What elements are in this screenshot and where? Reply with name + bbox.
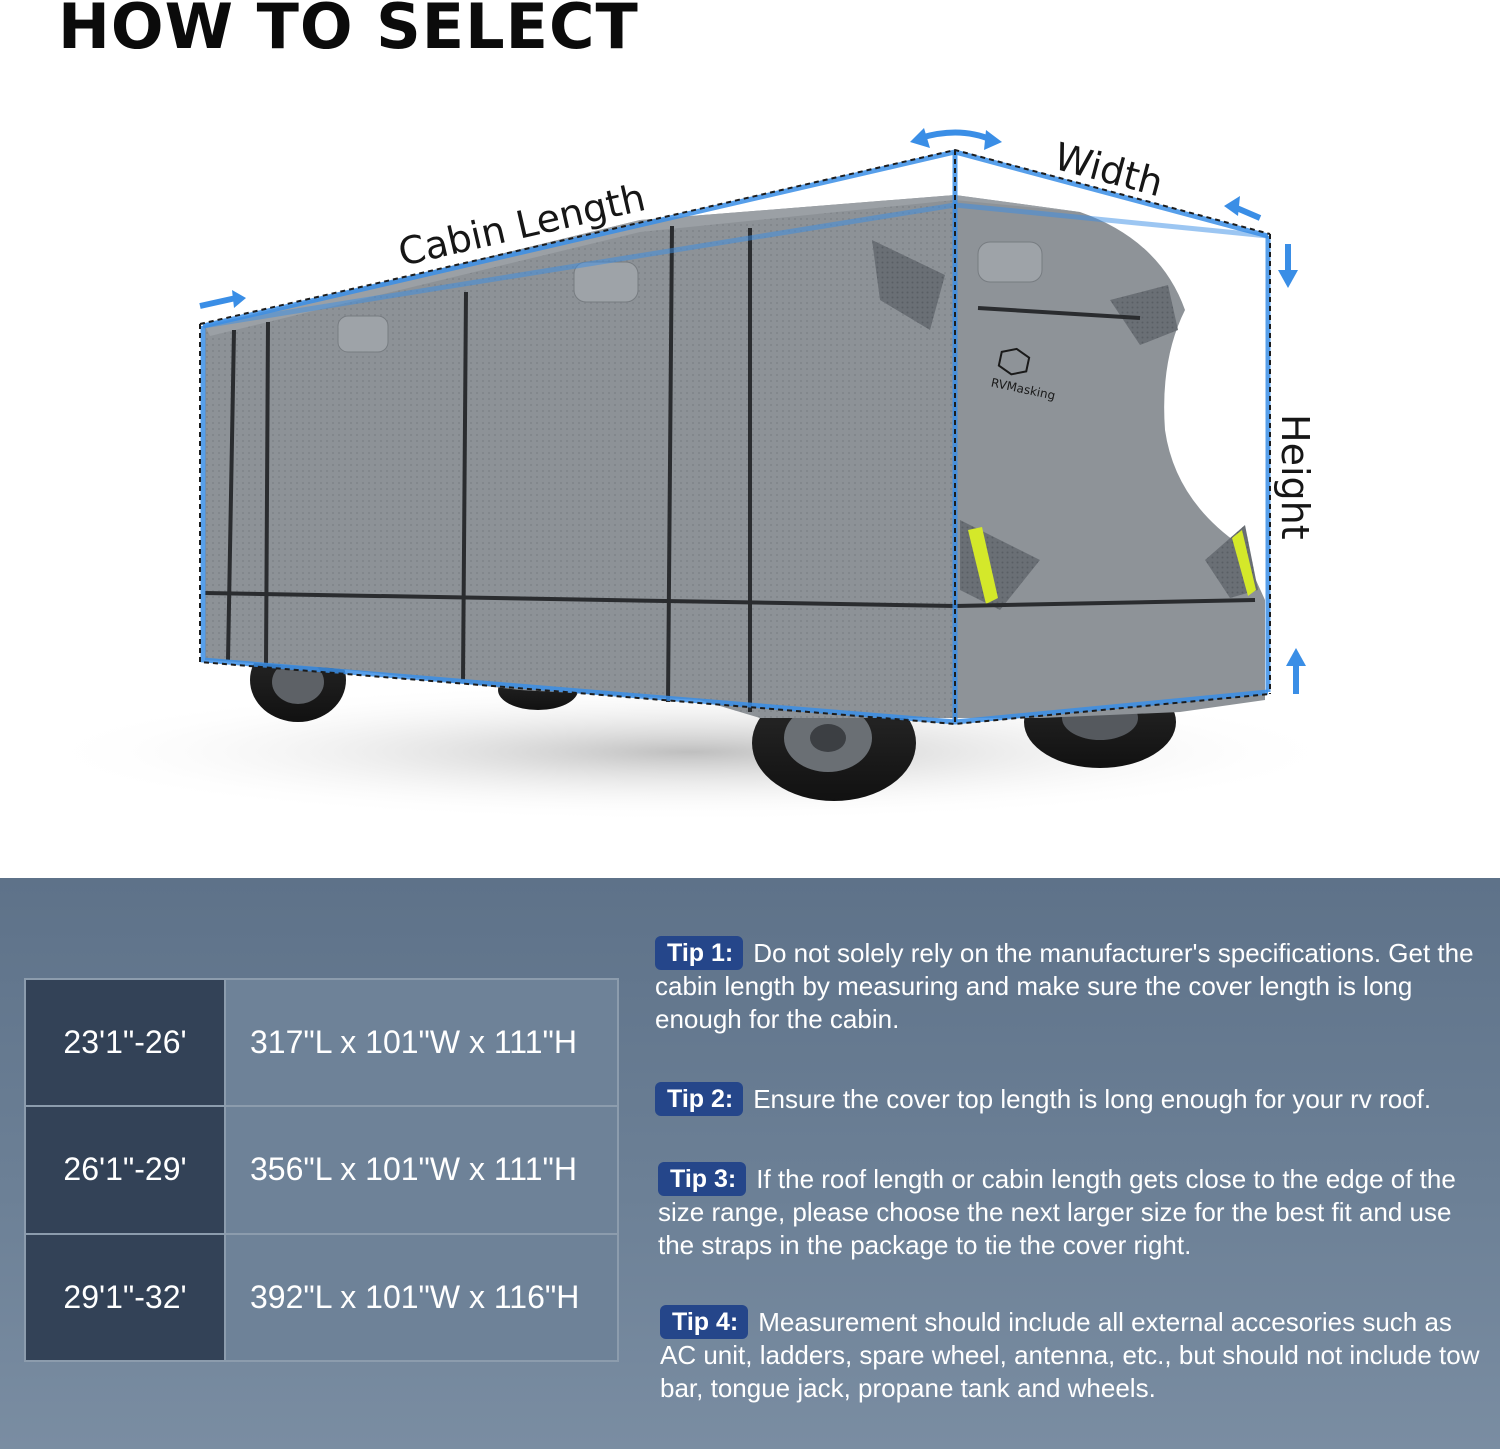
page-title: HOW TO SELECT [58,0,639,63]
height-arrow [1278,244,1306,694]
tip-2-badge: Tip 2: [655,1082,744,1116]
tip-4-badge: Tip 4: [660,1305,749,1339]
tip-3-text: If the roof length or cabin length gets … [658,1164,1456,1260]
tip-3: Tip 3:If the roof length or cabin length… [658,1162,1478,1262]
roof-vent-3 [977,241,1043,283]
rv-front-panel [955,195,1265,718]
tip-3-badge: Tip 3: [658,1162,747,1196]
tip-1: Tip 1:Do not solely rely on the manufact… [655,936,1475,1036]
table-row: 26'1"-29' 356"L x 101"W x 111"H [24,1105,619,1235]
rv-cover-illustration: RVMasking Cabin Length Width Height [30,128,1350,822]
size-range-cell: 23'1"-26' [24,977,226,1108]
straps [204,225,1256,712]
reflector-left [968,527,998,604]
size-dimensions-cell: 392"L x 101"W x 116"H [224,1232,619,1363]
tip-4-text: Measurement should include all external … [660,1307,1480,1403]
size-table: 23'1"-26' 317"L x 101"W x 111"H 26'1"-29… [24,977,619,1363]
rv-side-panel [205,195,955,718]
table-row: 23'1"-26' 317"L x 101"W x 111"H [24,977,619,1108]
roof-vent-1 [337,315,389,353]
tip-4: Tip 4:Measurement should include all ext… [660,1305,1480,1405]
length-arrow [199,290,246,309]
size-range-cell: 29'1"-32' [24,1232,226,1363]
tip-2: Tip 2: Ensure the cover top length is lon… [655,1082,1475,1116]
vent-mesh-left [872,240,945,330]
size-dimensions-cell: 317"L x 101"W x 111"H [224,977,619,1108]
table-row: 29'1"-32' 392"L x 101"W x 116"H [24,1232,619,1363]
tip-1-badge: Tip 1: [655,936,744,970]
tip-2-text: Ensure the cover top length is long enou… [753,1084,1432,1114]
roof-vent-2 [573,261,639,303]
reflector-right [1232,530,1256,596]
size-range-cell: 26'1"-29' [24,1105,226,1235]
vent-mesh-right [1110,285,1178,345]
size-dimensions-cell: 356"L x 101"W x 111"H [224,1105,619,1235]
height-label: Height [1273,414,1317,540]
measurement-dashes [199,148,1271,726]
tip-1-text: Do not solely rely on the manufacturer's… [655,938,1474,1034]
width-arrow [910,128,1262,221]
sizing-panel: 23'1"-26' 317"L x 101"W x 111"H 26'1"-29… [0,878,1500,1449]
